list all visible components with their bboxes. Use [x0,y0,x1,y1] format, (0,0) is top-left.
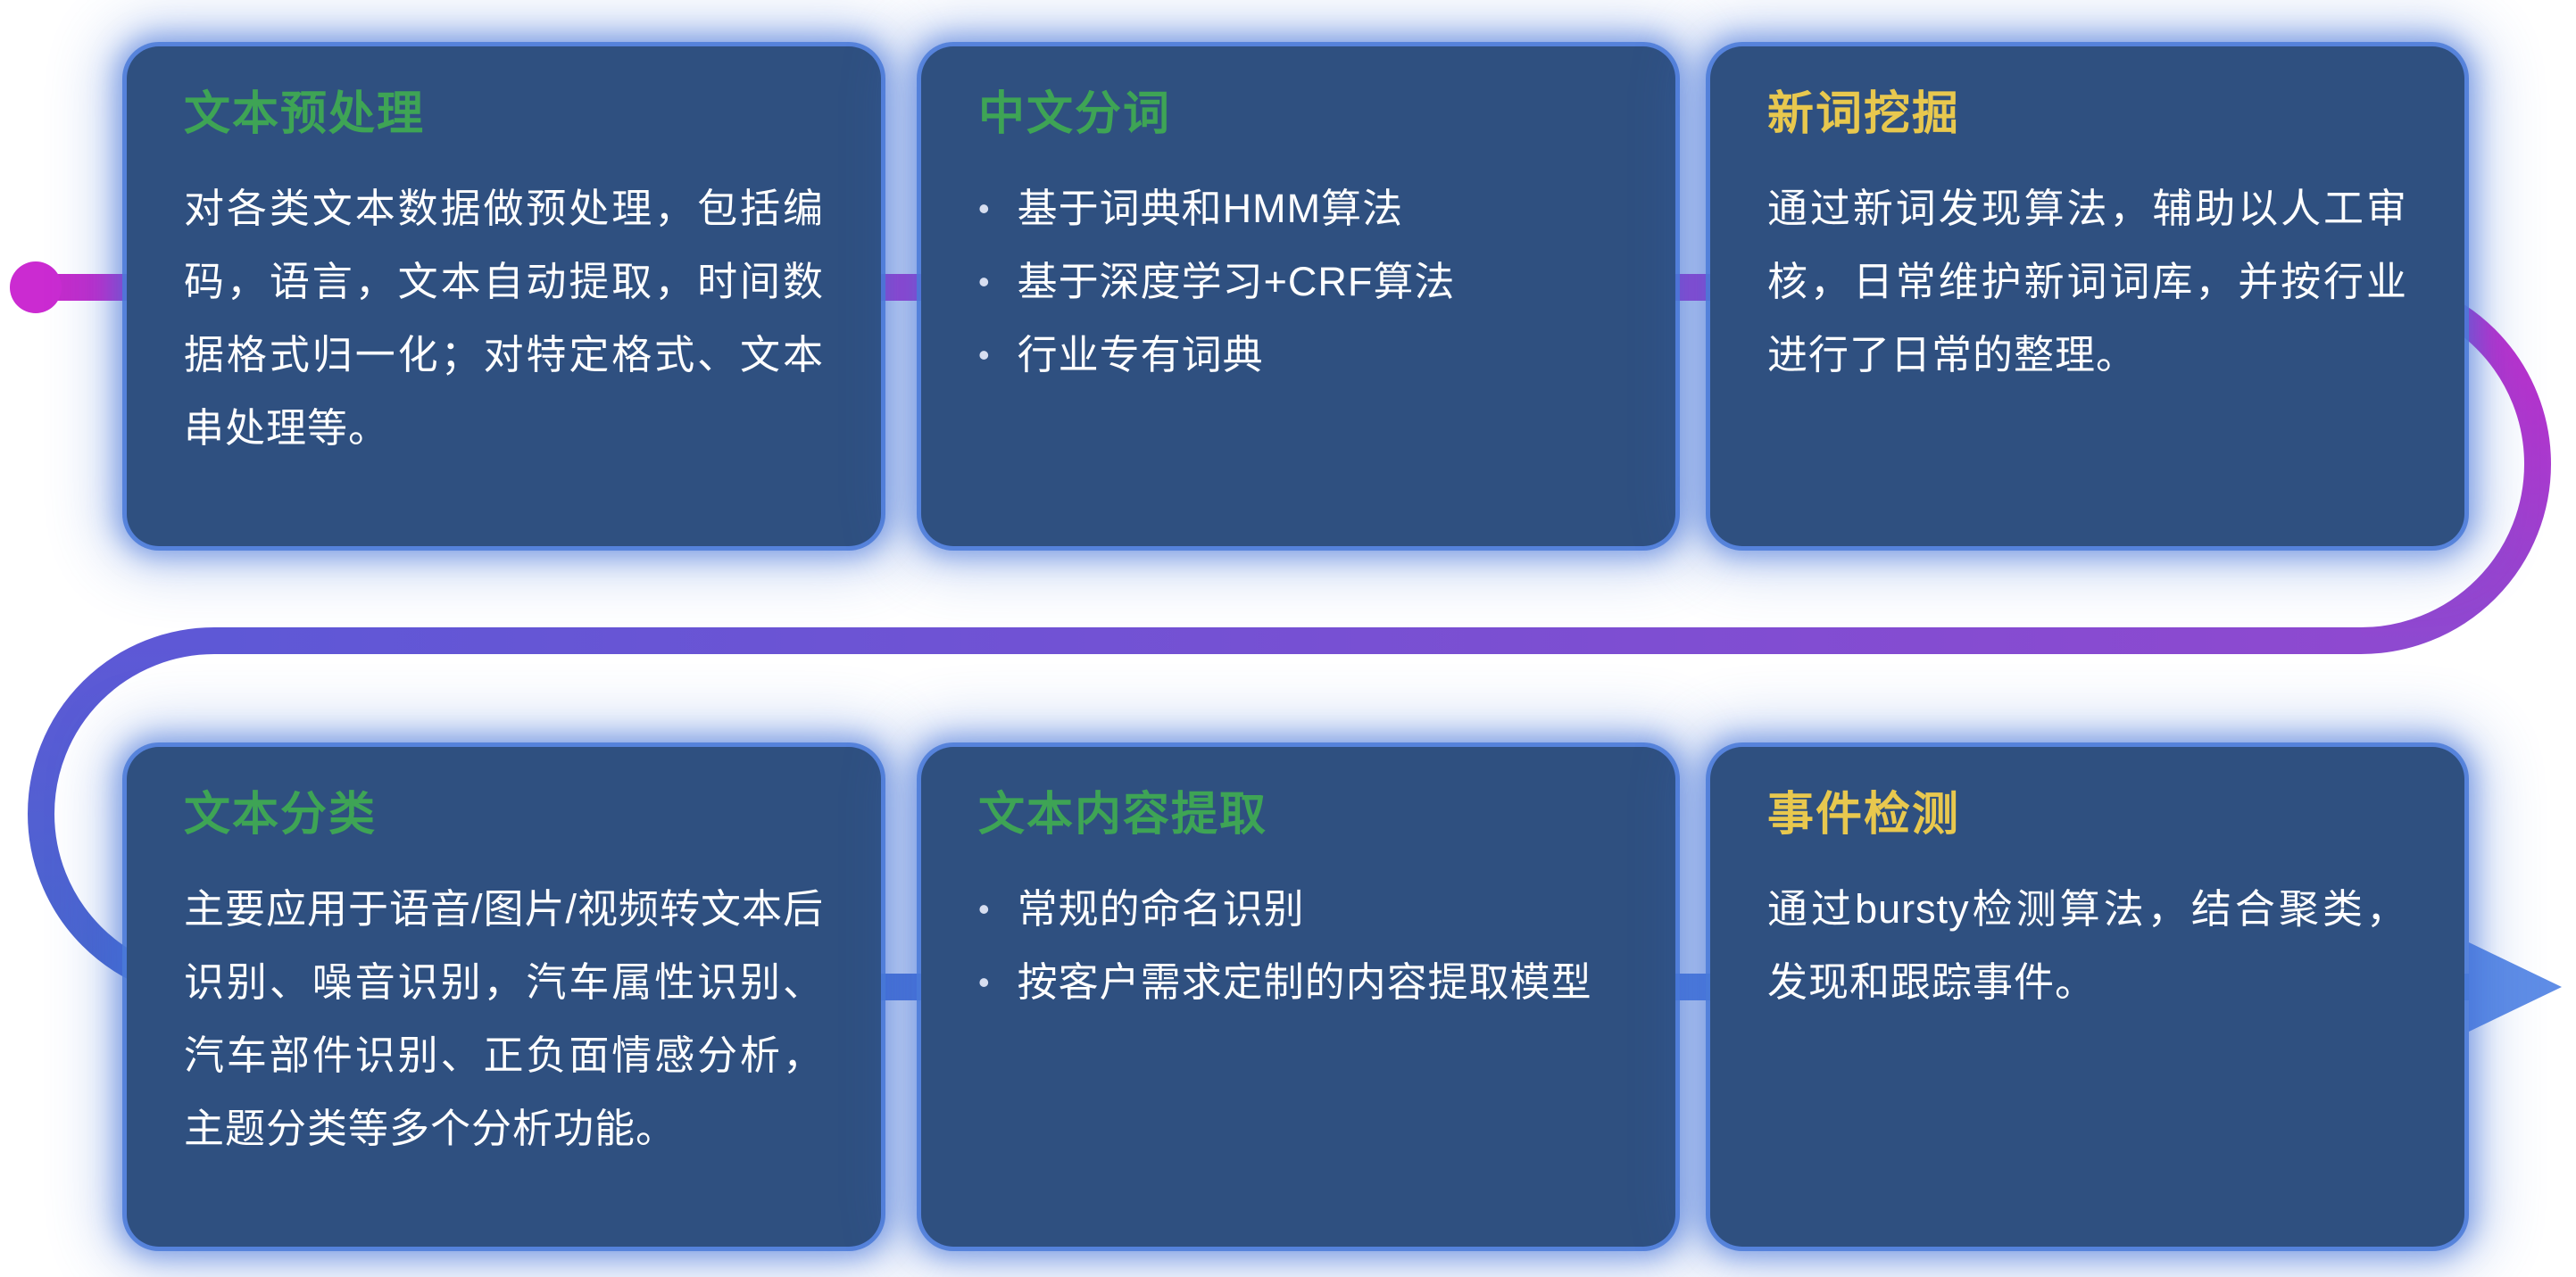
bullet-item: • 行业专有词典 [978,319,1618,392]
bullet-dot-icon: • [978,262,991,300]
bullet-dot-icon: • [978,190,991,227]
bullet-text: 行业专有词典 [1017,331,1264,377]
flow-arrow-head-icon [2469,942,2562,1032]
card-body: 通过新词发现算法，辅助以人工审核，日常维护新词词库，并按行业进行了日常的整理。 [1767,186,2407,377]
bullet-dot-icon: • [978,891,991,927]
card-title: 文本分类 [184,789,378,841]
card-bullet-list: • 基于词典和HMM算法 • 基于深度学习+CRF算法 • 行业专有词典 [978,172,1618,392]
card-event-detection: 事件检测 通过bursty检测算法，结合聚类，发现和跟踪事件。 [1710,747,2464,1247]
bullet-dot-icon: • [978,963,991,1000]
card-title: 中文分词 [978,88,1172,140]
card-body: 主要应用于语音/图片/视频转文本后识别、噪音识别，汽车属性识别、汽车部件识别、正… [184,886,825,1151]
card-title: 文本内容提取 [978,789,1268,841]
flow-start-dot-icon [10,261,62,313]
bullet-text: 常规的命名识别 [1017,886,1305,932]
bullet-text: 按客户需求定制的内容提取模型 [1017,958,1592,1005]
bullet-dot-icon: • [978,336,991,373]
card-body: 对各类文本数据做预处理，包括编码，语言，文本自动提取，时间数据格式归一化；对特定… [184,186,824,451]
card-chinese-word-segmentation: 中文分词 • 基于词典和HMM算法 • 基于深度学习+CRF算法 • 行业专有词… [921,46,1675,546]
bullet-item: • 按客户需求定制的内容提取模型 [978,946,1618,1019]
bullet-text: 基于词典和HMM算法 [1017,186,1404,231]
card-title: 事件检测 [1767,789,1961,841]
bullet-text: 基于深度学习+CRF算法 [1017,258,1456,304]
card-title: 文本预处理 [184,88,426,140]
card-text-classification: 文本分类 主要应用于语音/图片/视频转文本后识别、噪音识别，汽车属性识别、汽车部… [127,747,881,1247]
card-text-content-extraction: 文本内容提取 • 常规的命名识别 • 按客户需求定制的内容提取模型 [921,747,1675,1247]
card-title: 新词挖掘 [1767,88,1961,140]
bullet-item: • 基于词典和HMM算法 [978,172,1618,245]
bullet-item: • 基于深度学习+CRF算法 [978,245,1618,319]
card-bullet-list: • 常规的命名识别 • 按客户需求定制的内容提取模型 [978,873,1618,1019]
card-new-word-mining: 新词挖掘 通过新词发现算法，辅助以人工审核，日常维护新词词库，并按行业进行了日常… [1710,46,2464,546]
card-text-preprocessing: 文本预处理 对各类文本数据做预处理，包括编码，语言，文本自动提取，时间数据格式归… [127,46,881,546]
card-body: 通过bursty检测算法，结合聚类，发现和跟踪事件。 [1767,886,2407,1005]
bullet-item: • 常规的命名识别 [978,873,1618,946]
